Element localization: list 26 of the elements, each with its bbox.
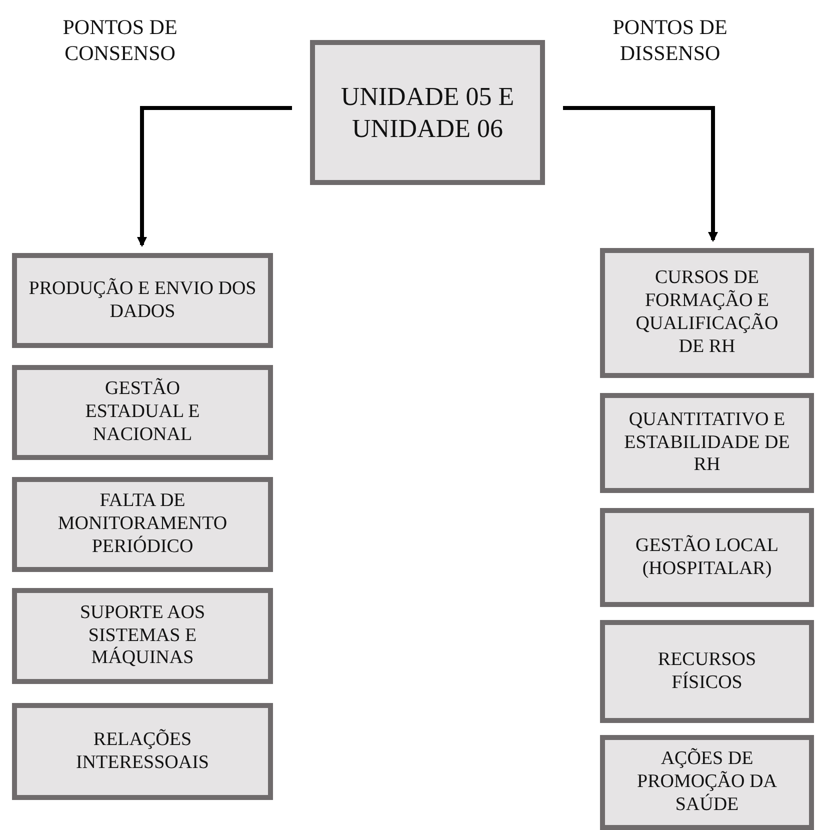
- text-box: [12, 477, 273, 572]
- text-box: [600, 393, 814, 493]
- box-text: CURSOS DE FORMAÇÃO E QUALIFICAÇÃO DE RH: [634, 267, 780, 359]
- text-box: [12, 588, 273, 684]
- box-text: PRODUÇÃO E ENVIO DOS DADOS: [28, 278, 256, 324]
- text-box: [310, 40, 545, 185]
- arrow: [137, 106, 292, 247]
- box-text: FALTA DE MONITORAMENTO PERIÓDICO: [56, 490, 228, 559]
- column-heading: PONTOS DE DISSENSO: [612, 14, 728, 66]
- box-text: QUANTITATIVO E ESTABILIDADE DE RH: [623, 408, 791, 478]
- text-box: [12, 253, 273, 348]
- text-box: [12, 703, 273, 800]
- text-box: [12, 365, 273, 460]
- box-text: UNIDADE 05 E UNIDADE 06: [340, 81, 516, 144]
- text-box: [600, 735, 814, 830]
- arrow: [563, 106, 718, 242]
- box-text: GESTÃO ESTADUAL E NACIONAL: [84, 378, 201, 447]
- box-text: RELAÇÕES INTERESSOAIS: [74, 728, 210, 774]
- text-box: [600, 620, 814, 723]
- box-text: GESTÃO LOCAL (HOSPITALAR): [634, 534, 780, 580]
- column-heading: PONTOS DE CONSENSO: [62, 14, 178, 66]
- box-text: SUPORTE AOS SISTEMAS E MÁQUINAS: [78, 602, 206, 670]
- box-text: RECURSOS FÍSICOS: [656, 648, 758, 694]
- text-box: [600, 248, 814, 378]
- box-text: AÇÕES DE PROMOÇÃO DA SAÚDE: [636, 748, 778, 817]
- text-box: [600, 508, 814, 607]
